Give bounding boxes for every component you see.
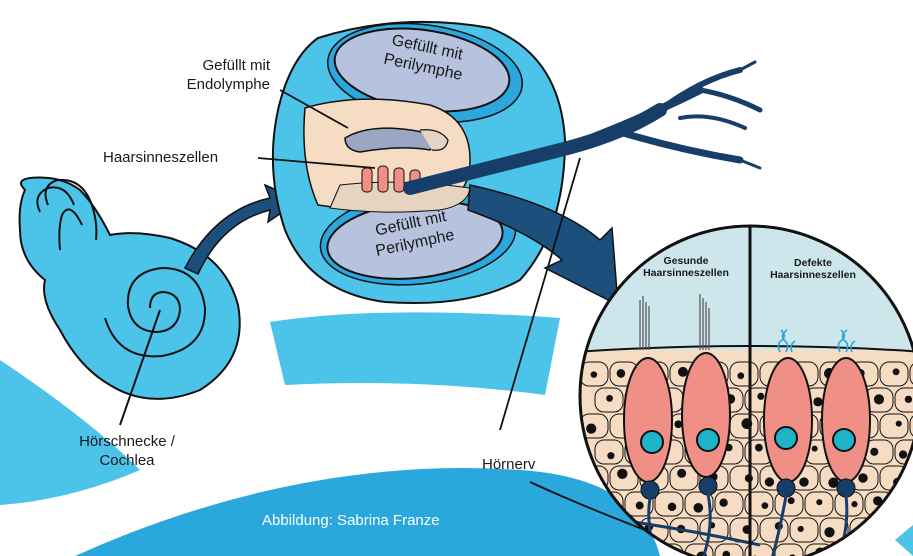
image-credit: Abbildung: Sabrina Franze (262, 512, 562, 529)
tissue-cell-nucleus (607, 452, 614, 459)
defective-hair-cells-heading: Defekte Haarsinneszellen (753, 257, 873, 281)
defective-heading-line1: Defekte (753, 257, 873, 269)
tissue-cell-nucleus (788, 497, 795, 504)
endolymph-label: Gefüllt mit Endolymphe (150, 56, 270, 94)
auditory-nerve-label: Hörnerv (482, 455, 535, 474)
tissue-cell-nucleus (606, 395, 613, 402)
cochlea-label: Hörschnecke / Cochlea (62, 432, 192, 470)
tissue-cell-nucleus (762, 502, 769, 509)
tissue-cell-nucleus (757, 393, 764, 400)
tissue-cell-nucleus (799, 477, 808, 486)
tissue-cell-nucleus (668, 503, 677, 512)
tissue-cell-nucleus (824, 527, 834, 537)
tissue-cell-nucleus (816, 499, 822, 505)
tissue-cell-nucleus (636, 502, 644, 510)
tissue-cell-nucleus (737, 372, 744, 379)
tissue-cell-nucleus (870, 448, 878, 456)
tissue-cell-nucleus (661, 550, 668, 556)
healthy-hair-cells-heading: Gesunde Haarsinneszellen (626, 255, 746, 279)
tissue-cell-nucleus (694, 503, 704, 513)
tissue-cell-nucleus (896, 421, 902, 427)
tissue-cell (835, 544, 863, 556)
tissue-cell-nucleus (617, 369, 626, 378)
tissue-cell-nucleus (905, 396, 912, 403)
tissue-cell-nucleus (755, 444, 763, 452)
cochlea-illustration (20, 178, 240, 426)
tissue-cell (895, 492, 913, 516)
endolymph-label-line1: Gefüllt mit (150, 56, 270, 75)
background-swoosh-middle (270, 312, 560, 395)
tissue-cell-nucleus (874, 394, 884, 404)
background-swoosh-right (895, 525, 913, 556)
tissue-cell-nucleus (887, 522, 897, 532)
defective-heading-line2: Haarsinneszellen (753, 269, 873, 281)
tissue-cell-nucleus (798, 526, 804, 532)
tissue-cell-nucleus (858, 473, 868, 483)
tissue-cell-nucleus (851, 501, 857, 507)
tissue-cell-nucleus (586, 424, 596, 434)
cochlea-label-line1: Hörschnecke / (62, 432, 192, 451)
tissue-cell (865, 544, 893, 556)
tissue-cell-nucleus (765, 477, 774, 486)
tissue-cell-nucleus (899, 450, 907, 458)
tissue-cell-nucleus (719, 499, 727, 507)
tissue-cell-nucleus (873, 552, 882, 556)
tissue-cell-nucleus (813, 397, 822, 406)
tissue-cell-nucleus (812, 446, 818, 452)
tissue-cell-nucleus (677, 469, 686, 478)
tissue-cell-nucleus (617, 469, 627, 479)
tissue-cell-nucleus (674, 420, 682, 428)
cochlea-label-line2: Cochlea (62, 451, 192, 470)
healthy-heading-line1: Gesunde (626, 255, 746, 267)
tissue-cell-nucleus (902, 503, 910, 511)
tissue-cell-nucleus (893, 368, 900, 375)
tissue-cell-nucleus (591, 371, 598, 378)
hair-cells-label: Haarsinneszellen (103, 148, 218, 167)
endolymph-label-line2: Endolymphe (150, 75, 270, 94)
tissue-cell-nucleus (678, 367, 688, 377)
healthy-heading-line2: Haarsinneszellen (626, 267, 746, 279)
